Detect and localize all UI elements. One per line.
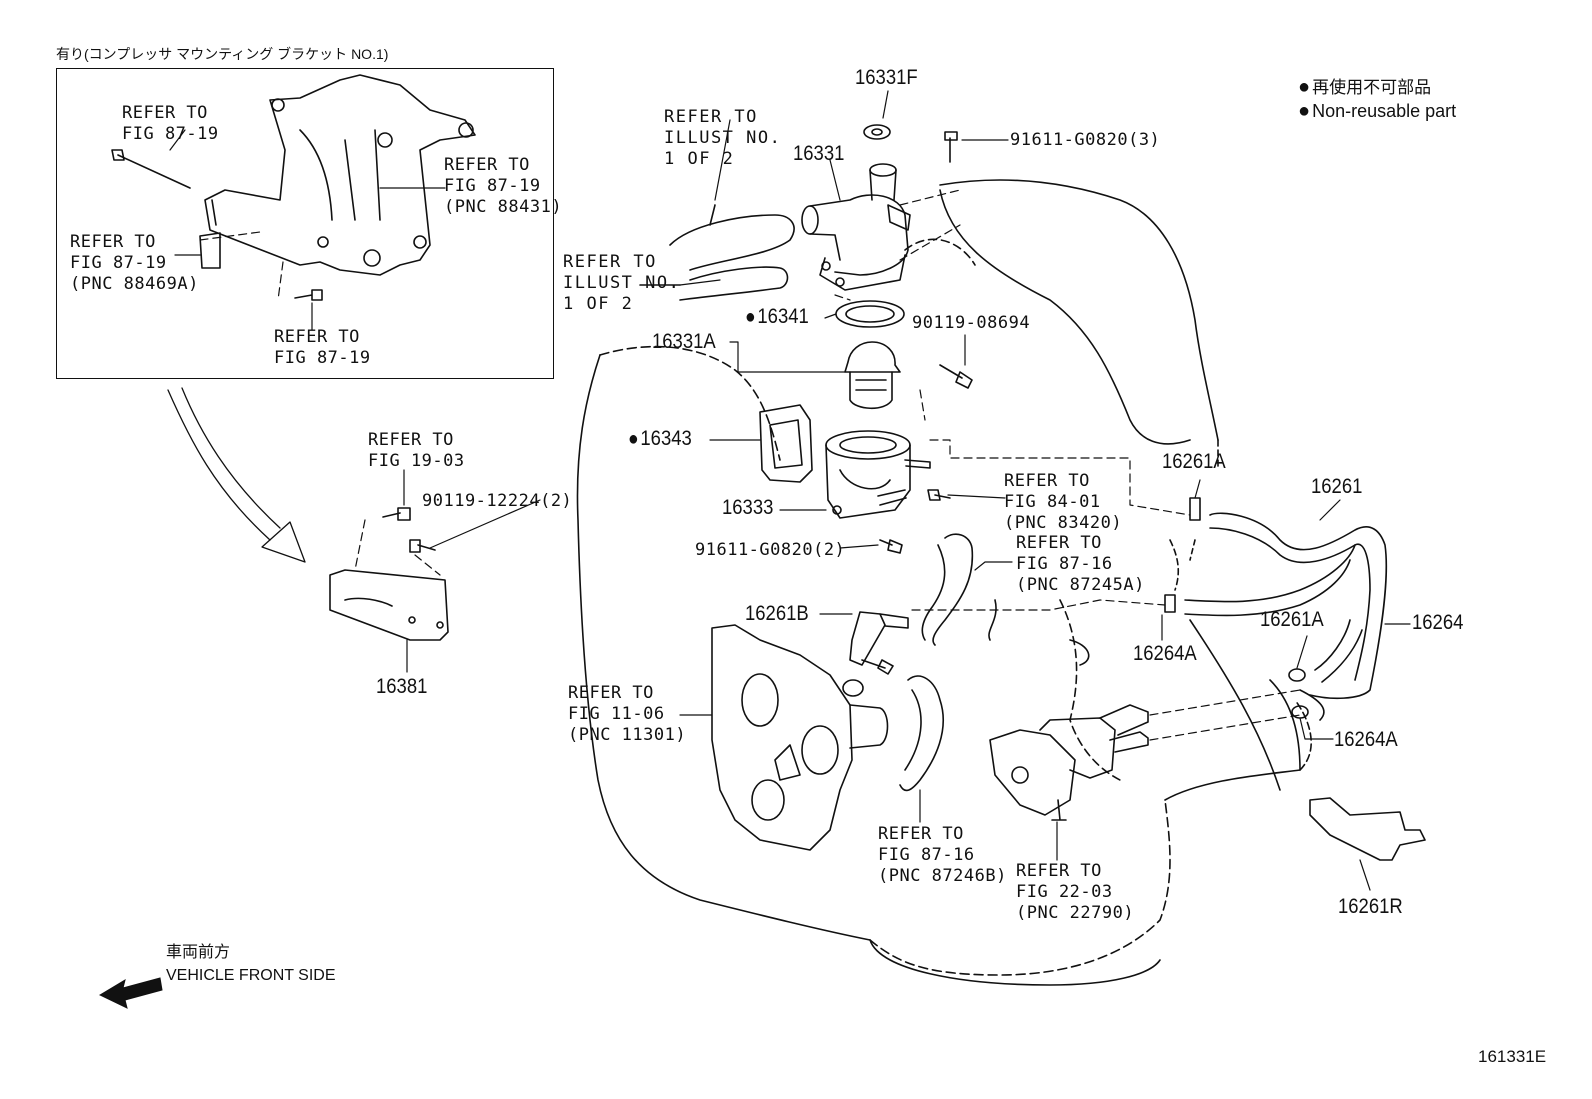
water-inlet-16333: [825, 430, 931, 519]
inset-title: 有り(コンプレッサ マウンティング ブラケット NO.1): [56, 46, 389, 62]
bolts: [111, 131, 973, 554]
bypass-pipe-16261B: [849, 611, 909, 675]
part-16343: 16343: [628, 428, 691, 450]
legend-jp: 再使用不可部品: [1298, 77, 1431, 98]
part-16264: 16264: [1412, 611, 1464, 634]
inset-arrow: [167, 387, 306, 563]
water-outlet-16331: [801, 124, 911, 291]
part-91611-g0820-2: 91611-G0820(2): [695, 540, 846, 560]
part-16264A-low: 16264A: [1334, 728, 1398, 751]
ref-fig-11-06: REFER TO FIG 11-06 (PNC 11301): [568, 683, 687, 745]
part-16331F: 16331F: [855, 66, 918, 89]
part-16261A-mid: 16261A: [1260, 608, 1324, 631]
vehicle-front-jp: 車両前方: [166, 944, 231, 961]
water-valve: [989, 704, 1149, 821]
ref-fig-87-16b: REFER TO FIG 87-16 (PNC 87246B): [878, 824, 1007, 886]
figure-id: 161331E: [1478, 1047, 1547, 1066]
ref-fig-84-01: REFER TO FIG 84-01 (PNC 83420): [1004, 471, 1123, 533]
thermostat-assy: [835, 300, 905, 410]
part-16333: 16333: [722, 496, 774, 519]
compressor-bracket-drawing: [199, 74, 476, 276]
part-16381: 16381: [376, 675, 428, 698]
inset-ref-4: REFER TO FIG 87-19: [274, 327, 371, 368]
ref-illust-mid: REFER TO ILLUST NO. 1 OF 2: [563, 252, 681, 314]
upper-hoses: [639, 204, 795, 301]
vehicle-front-en: VEHICLE FRONT SIDE: [166, 967, 336, 984]
part-16261: 16261: [1311, 475, 1363, 498]
inset-ref-3: REFER TO FIG 87-19 (PNC 88469A): [70, 232, 199, 294]
legend-en: Non-reusable part: [1298, 101, 1456, 122]
part-16331A: 16331A: [652, 330, 716, 353]
part-90119-12224-2: 90119-12224(2): [422, 491, 573, 511]
bracket-16261R: [1309, 797, 1426, 861]
ref-fig-22-03: REFER TO FIG 22-03 (PNC 22790): [1016, 861, 1135, 923]
leader-lines: [169, 90, 1411, 891]
ref-illust-top: REFER TO ILLUST NO. 1 OF 2: [664, 107, 782, 169]
assembly-dash-lines: [199, 189, 1301, 741]
bracket-16381: [329, 569, 449, 641]
gasket-16343: [759, 404, 813, 483]
part-90119-08694: 90119-08694: [912, 313, 1031, 333]
ref-fig-87-16a: REFER TO FIG 87-16 (PNC 87245A): [1016, 533, 1145, 595]
part-16261A-top: 16261A: [1162, 450, 1226, 473]
inset-ref-2: REFER TO FIG 87-19 (PNC 88431): [444, 155, 563, 217]
part-16261R: 16261R: [1338, 895, 1403, 918]
water-pump-cover: [711, 624, 889, 851]
part-16331: 16331: [793, 142, 845, 165]
inset-box: [56, 68, 554, 379]
clamps: [1164, 497, 1309, 719]
vehicle-front-arrow: [98, 977, 163, 1009]
part-91611-g0820-3: 91611-G0820(3): [1010, 130, 1161, 150]
ref-fig-19-03: REFER TO FIG 19-03: [368, 430, 465, 471]
inset-ref-1: REFER TO FIG 87-19: [122, 103, 219, 144]
part-16261B: 16261B: [745, 602, 809, 625]
part-16341: 16341: [745, 306, 808, 328]
lower-hoses: [899, 512, 1388, 792]
part-16264A-mid: 16264A: [1133, 642, 1197, 665]
